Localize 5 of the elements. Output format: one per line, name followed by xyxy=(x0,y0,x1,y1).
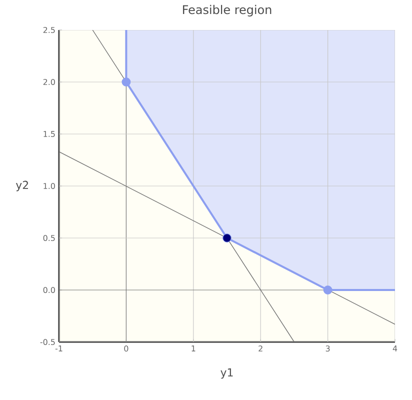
x-axis-title: y1 xyxy=(220,368,233,379)
y-axis-title: y2 xyxy=(16,180,28,192)
chart-title: Feasible region xyxy=(183,4,272,16)
point xyxy=(122,77,131,86)
point xyxy=(323,286,332,294)
